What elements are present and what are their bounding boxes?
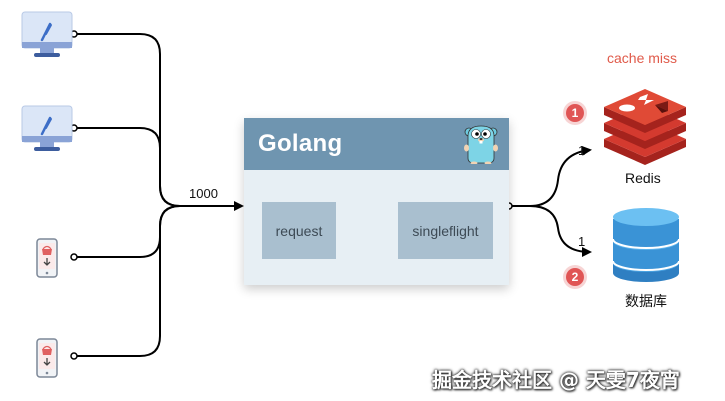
watermark: 掘金技术社区 @ 天雯7夜宵 — [432, 368, 680, 392]
step-badge-1: 1 — [566, 104, 584, 122]
gopher-icon — [464, 125, 498, 164]
redis-icon — [604, 89, 686, 165]
singleflight-box: singleflight — [398, 202, 493, 259]
database-label: 数据库 — [625, 293, 667, 309]
desktop-monitor-icon — [21, 105, 73, 151]
mobile-phone-icon — [36, 338, 58, 378]
golang-title: Golang — [258, 130, 343, 157]
request-box: request — [262, 202, 336, 259]
line-client-4 — [76, 205, 181, 357]
line-to-db — [511, 205, 592, 257]
incoming-count-label: 1000 — [189, 186, 218, 201]
redis-label: Redis — [625, 170, 661, 186]
line-client-3 — [76, 205, 181, 258]
db-count-label: 1 — [578, 234, 586, 249]
mobile-phone-icon — [36, 238, 58, 278]
port-client-3 — [70, 253, 78, 261]
golang-header: Golang — [244, 118, 509, 170]
step-badge-2: 2 — [566, 268, 584, 286]
cache-miss-label: cache miss — [607, 50, 678, 66]
line-client-1 — [76, 33, 181, 207]
golang-service-box: Golang request singleflight — [244, 118, 509, 285]
desktop-monitor-icon — [21, 11, 73, 57]
line-to-redis — [511, 145, 592, 207]
redis-count-label: 1 — [578, 143, 586, 158]
port-client-4 — [70, 352, 78, 360]
line-client-2 — [76, 127, 181, 207]
database-icon — [612, 208, 680, 282]
